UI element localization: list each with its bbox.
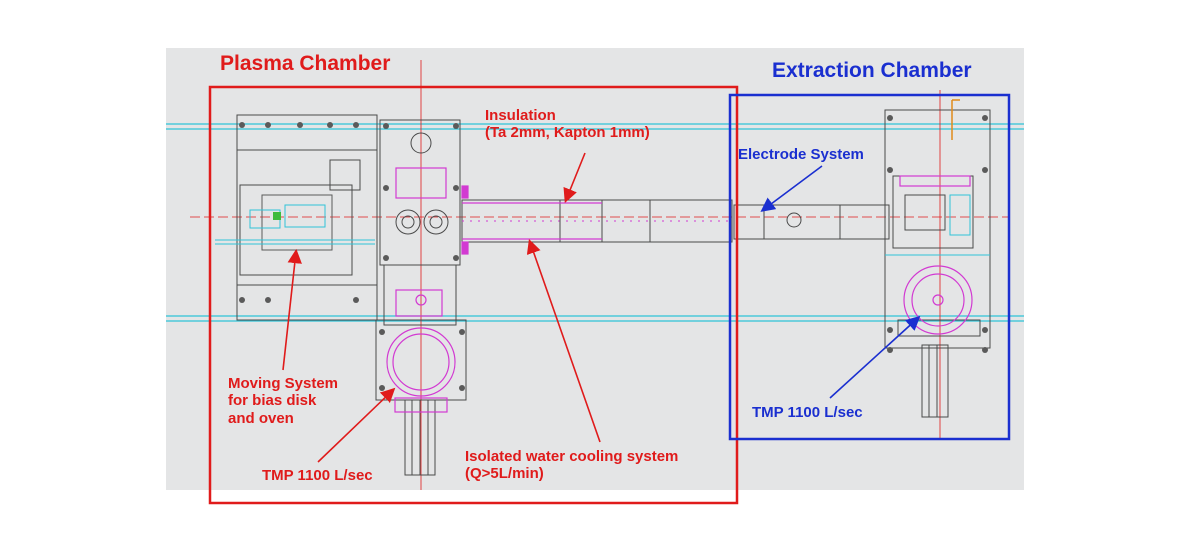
- plasma-chamber-frame: [208, 85, 739, 505]
- extraction-chamber-magenta: [899, 175, 973, 335]
- bolt: [383, 255, 389, 261]
- moving-system-arrow: [282, 248, 302, 371]
- bolt: [887, 347, 893, 353]
- tmp-left-label: TMP 1100 L/sec: [262, 467, 373, 484]
- tmp-right-label: TMP 1100 L/sec: [752, 404, 863, 421]
- bolt: [297, 122, 303, 128]
- bolt: [459, 385, 465, 391]
- electrode-assembly: [733, 204, 890, 240]
- drawing-background: [166, 48, 1024, 490]
- bolt: [453, 123, 459, 129]
- insulation-label: Insulation (Ta 2mm, Kapton 1mm): [485, 107, 650, 142]
- bolt: [887, 115, 893, 121]
- valve-handle: [951, 99, 960, 140]
- extraction-chamber-title: Extraction Chamber: [772, 59, 972, 82]
- moving-system-label: Moving System for bias disk and oven: [228, 375, 339, 427]
- bolt: [265, 297, 271, 303]
- bolt: [887, 167, 893, 173]
- bolt: [379, 329, 385, 335]
- extraction-chamber-body: [884, 109, 991, 418]
- moving-system-detail: [215, 204, 375, 245]
- bolt: [459, 329, 465, 335]
- bolt: [353, 297, 359, 303]
- bolt: [982, 167, 988, 173]
- cooling-arrow: [526, 238, 601, 443]
- bolt: [239, 122, 245, 128]
- flange-bolts: [239, 115, 988, 391]
- moving-system-body: [236, 114, 378, 321]
- bolt: [239, 297, 245, 303]
- bolt: [453, 185, 459, 191]
- bolt: [265, 122, 271, 128]
- bolt: [379, 385, 385, 391]
- extraction-chamber-frame: [728, 93, 1011, 441]
- rail-lines: [166, 123, 1024, 322]
- bolt: [383, 123, 389, 129]
- bolt: [453, 255, 459, 261]
- tmp-left-arrow: [317, 387, 396, 463]
- center-lines: [190, 60, 1010, 490]
- plasma-chamber-body: [375, 119, 467, 476]
- extraction-detail-cyan: [885, 194, 990, 256]
- plasma-chamber-title: Plasma Chamber: [220, 52, 391, 75]
- water-cooling-label: Isolated water cooling system (Q>5L/min): [465, 448, 679, 483]
- tmp-right-arrow: [829, 315, 921, 399]
- moving-system-highlight: [273, 212, 281, 220]
- bolt: [887, 327, 893, 333]
- bolt: [982, 115, 988, 121]
- bolt: [383, 185, 389, 191]
- bolt: [982, 347, 988, 353]
- bolt: [982, 327, 988, 333]
- plasma-chamber-magenta: [386, 167, 456, 413]
- bolt: [353, 122, 359, 128]
- electrode-system-label: Electrode System: [738, 146, 864, 163]
- insulation-arrow: [563, 152, 586, 203]
- electrode-arrow: [760, 165, 823, 212]
- bolt: [327, 122, 333, 128]
